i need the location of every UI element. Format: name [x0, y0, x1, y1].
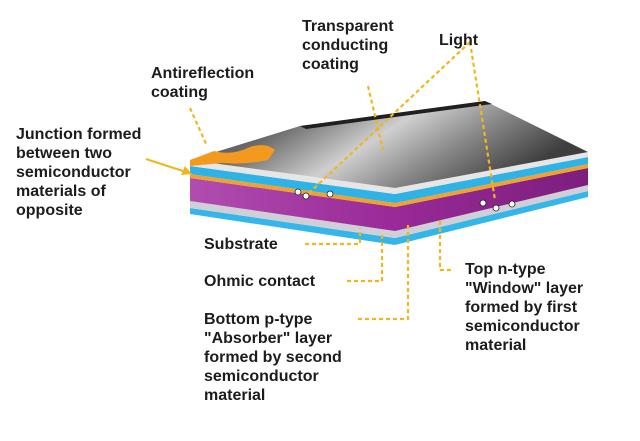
window-layer [190, 157, 588, 203]
label-junction: Junction formed between two semiconducto… [16, 126, 142, 219]
leader-bottom [358, 225, 410, 321]
label-bottom-absorber: Bottom p-type "Absorber" layer formed by… [204, 311, 342, 404]
junction-layer [190, 164, 588, 207]
junction-arrow [145, 157, 192, 175]
leader-antireflection [188, 107, 209, 147]
label-transparent-coating: Transparent conducting coating [302, 18, 394, 73]
label-antireflection: Antireflection coating [151, 65, 255, 101]
label-substrate: Substrate [204, 236, 278, 253]
leader-top [438, 218, 451, 272]
leader-light-left [307, 41, 471, 195]
leader-ohmic [347, 233, 384, 283]
leader-substrate [305, 228, 362, 246]
conducting-layer [190, 152, 588, 194]
leader-transparent [366, 85, 385, 151]
absorber-layer [190, 168, 588, 231]
antireflection-patch [190, 145, 275, 166]
leader-light-right [468, 41, 497, 201]
label-top-window: Top n-type "Window" layer formed by firs… [465, 261, 584, 354]
charge-carriers-right [479, 199, 516, 212]
charge-carriers-left [294, 188, 334, 200]
label-ohmic-contact: Ohmic contact [204, 273, 316, 290]
top-surface [190, 101, 588, 188]
label-light: Light [439, 32, 479, 49]
